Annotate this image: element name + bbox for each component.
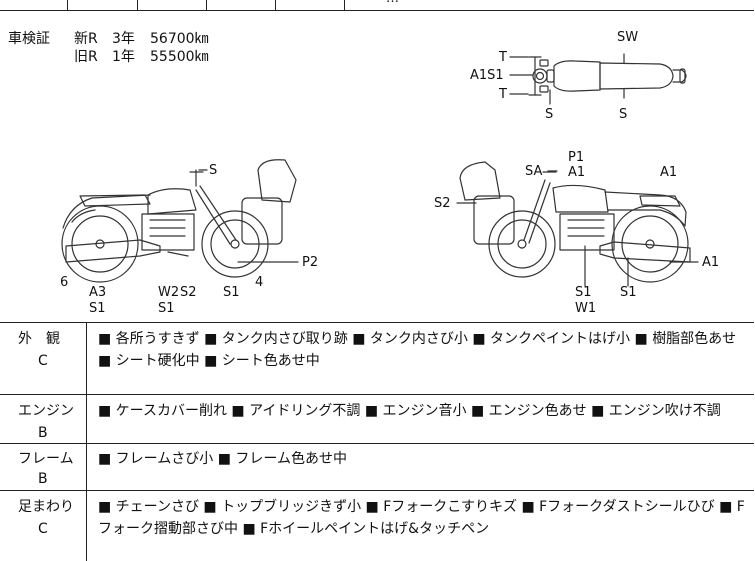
condition-row-border	[0, 394, 754, 395]
condition-details: ■ フレームさび小 ■ フレーム色あせ中	[98, 451, 347, 467]
left-view-label: 4	[255, 275, 264, 290]
left-view-label: S2	[180, 285, 197, 300]
right-view-label: SA	[525, 164, 543, 179]
right-view-label: S1	[620, 285, 637, 300]
registration-mileage: 55500㎞	[150, 49, 209, 65]
right-view-label: A1	[568, 165, 586, 180]
condition-details: ■ 各所うすきず ■ タンク内さび取り跡 ■ タンク内さび小 ■ タンクペイント…	[98, 331, 737, 369]
top-view-label: S	[619, 107, 628, 122]
top-strip-divider	[344, 0, 345, 10]
condition-category: エンジン	[18, 403, 74, 419]
top-strip-fragment: …	[386, 0, 399, 6]
top-view-label: SW	[617, 30, 639, 45]
right-view-label: P1	[568, 150, 585, 165]
motorcycle-diagrams	[61, 53, 699, 287]
left-view-label: A3	[89, 285, 107, 300]
left-view-label: S1	[223, 285, 240, 300]
registration-years: 1年	[112, 49, 135, 65]
registration-type: 新R	[74, 31, 98, 47]
condition-row-border	[0, 443, 754, 444]
condition-table-divider	[86, 322, 87, 561]
condition-grade: B	[38, 425, 48, 441]
condition-category: フレーム	[18, 451, 74, 467]
left-side-diagram	[61, 159, 299, 283]
left-view-label: S1	[89, 301, 106, 316]
top-view-diagram	[509, 53, 687, 105]
condition-row-border	[0, 490, 754, 491]
registration-years: 3年	[112, 31, 135, 47]
registration-block: 車検証 新R 3年 56700㎞ 旧R 1年 55500㎞	[8, 30, 268, 70]
registration-type: 旧R	[74, 49, 98, 65]
top-strip-divider	[206, 0, 207, 10]
right-view-label: S2	[434, 196, 451, 211]
top-view-label: S	[545, 107, 554, 122]
condition-details: ■ ケースカバー削れ ■ アイドリング不調 ■ エンジン音小 ■ エンジン色あせ…	[98, 403, 721, 419]
right-side-diagram	[456, 161, 699, 287]
condition-category: 足まわり	[18, 499, 74, 515]
left-view-label: P2	[302, 255, 319, 270]
right-view-label: S1	[575, 285, 592, 300]
condition-grade: C	[38, 521, 48, 537]
condition-grade: C	[38, 353, 48, 369]
condition-table-border	[0, 322, 754, 323]
right-view-label: A1	[702, 255, 720, 270]
condition-grade: B	[38, 471, 48, 487]
right-view-label: W1	[575, 301, 597, 316]
registration-label: 車検証	[8, 31, 50, 47]
top-view-label: T	[499, 50, 507, 65]
condition-category: 外 観	[18, 331, 60, 347]
left-view-label: S	[209, 163, 218, 178]
right-view-label: A1	[660, 165, 678, 180]
top-view-label: T	[499, 87, 507, 102]
top-strip-border	[0, 10, 754, 11]
left-view-label: 6	[60, 275, 69, 290]
condition-details: ■ チェーンさび ■ トップブリッジきず小 ■ Fフォークこすりキズ ■ Fフォ…	[98, 499, 745, 537]
left-view-label: W2	[158, 285, 180, 300]
registration-mileage: 56700㎞	[150, 31, 209, 47]
top-strip-divider	[67, 0, 68, 10]
top-view-label: A1S1	[470, 68, 504, 83]
top-strip-divider	[137, 0, 138, 10]
top-strip-divider	[275, 0, 276, 10]
left-view-label: S1	[158, 301, 175, 316]
